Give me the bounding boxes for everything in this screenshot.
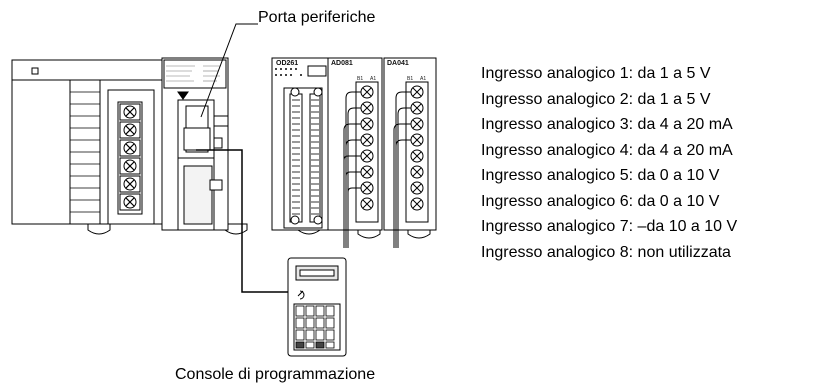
analog-input-list: Ingresso analogico 1: da 1 a 5 V Ingress… — [481, 61, 737, 265]
analog-input-4: Ingresso analogico 4: da 4 a 20 mA — [481, 141, 733, 159]
analog-output-wires — [393, 91, 414, 248]
console-keypad — [295, 305, 335, 349]
output-terminal-b1-label: B1 — [407, 76, 413, 82]
analog-input-7: Ingresso analogico 7: –da 10 a 10 V — [481, 218, 738, 235]
output-terminal-a1-label: A1 — [420, 76, 426, 82]
analog-input-2: Ingresso analogico 2: da 1 a 5 V — [481, 90, 711, 108]
analog-output-module-label: DA041 — [387, 60, 409, 67]
peripheral-port-socket — [183, 127, 211, 151]
input-terminal-a1-label: A1 — [370, 76, 376, 82]
console-cable — [196, 149, 290, 293]
analog-input-8: Ingresso analogico 8: non utilizzata — [481, 243, 731, 261]
output-module — [271, 57, 329, 231]
input-terminal-b1-label: B1 — [357, 76, 363, 82]
power-supply-heat-fins — [70, 91, 100, 213]
analog-output-module — [383, 57, 437, 231]
output-module-label: OD261 — [276, 60, 298, 67]
analog-input-5: Ingresso analogico 5: da 0 a 10 V — [481, 167, 720, 184]
programming-console-callout: Console di programmazione — [175, 366, 376, 383]
analog-input-1: Ingresso analogico 1: da 1 a 5 V — [481, 65, 711, 82]
analog-input-6: Ingresso analogico 6: da 0 a 10 V — [481, 192, 720, 210]
output-connector-pins — [292, 99, 319, 215]
peripheral-port-callout: Porta periferiche — [258, 9, 376, 26]
output-module-leds — [275, 68, 302, 76]
analog-input-module — [327, 57, 383, 231]
analog-input-3: Ingresso analogico 3: da 4 a 20 mA — [481, 116, 733, 133]
analog-input-module-label: AD081 — [331, 60, 353, 67]
analog-output-terminals — [410, 85, 424, 211]
analog-input-terminals — [360, 85, 374, 211]
peripheral-port-leader — [200, 23, 258, 118]
power-terminal-block — [117, 101, 143, 215]
analog-input-wires — [343, 91, 364, 248]
